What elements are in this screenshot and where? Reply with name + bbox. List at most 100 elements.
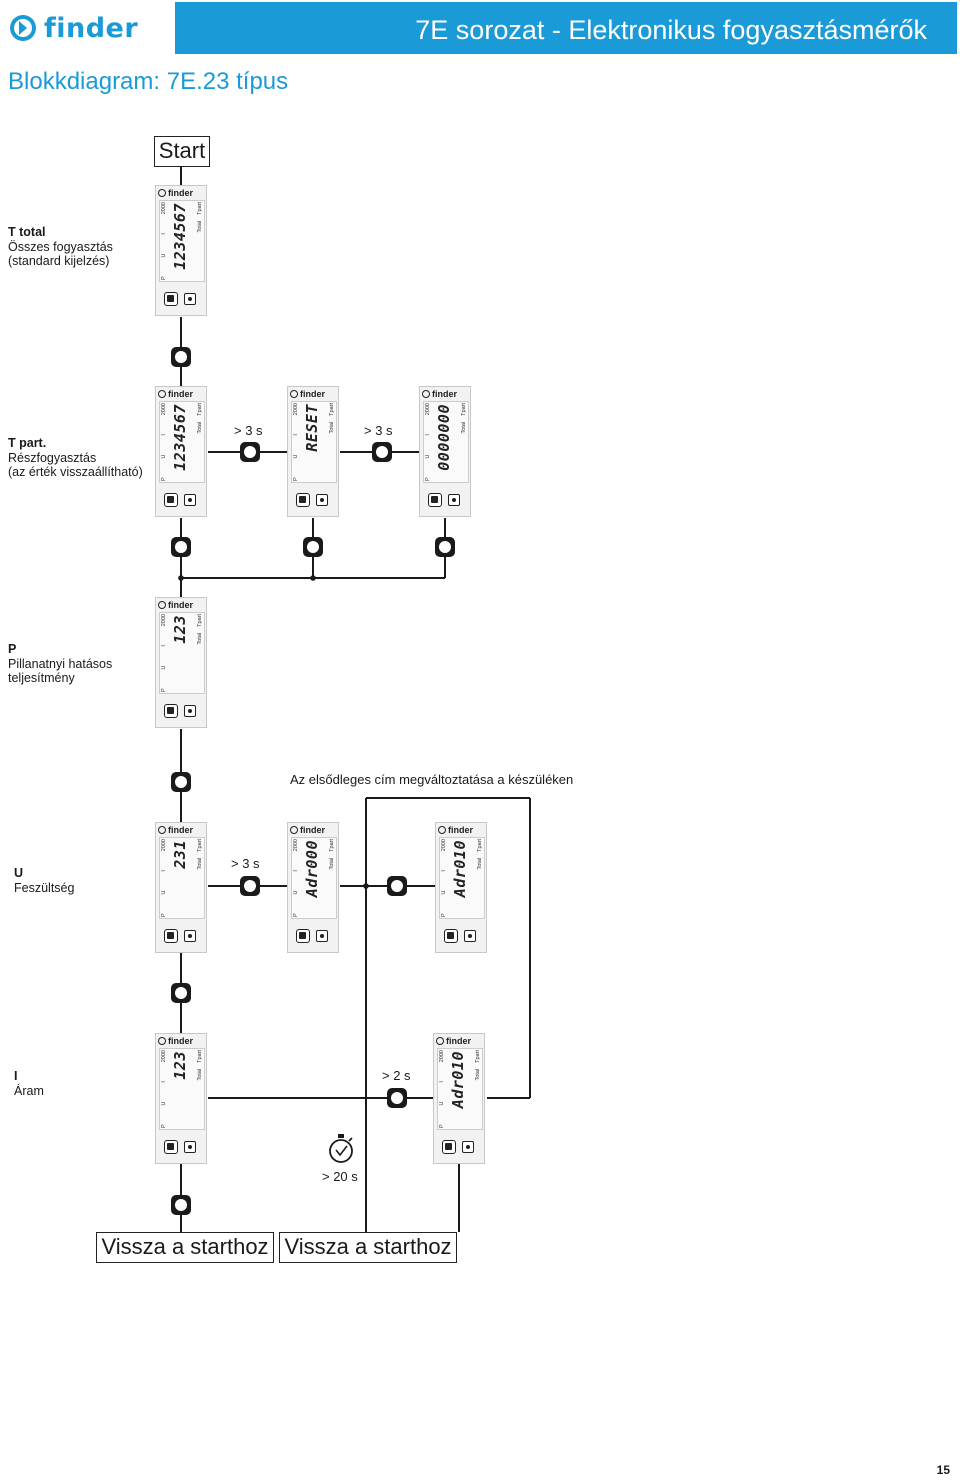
push-button-icon — [171, 772, 191, 792]
finder-logo-icon — [158, 389, 166, 398]
meter-display: Adr010 — [449, 1051, 467, 1109]
meter-label-i: I — [293, 434, 299, 436]
meter-label-tpart: Tpart — [197, 614, 203, 627]
meter-label-p: P — [441, 913, 447, 917]
row-desc-ttotal-1: Összes fogyasztás — [8, 239, 113, 254]
meter-label-i: I — [161, 870, 167, 872]
push-button-icon — [171, 537, 191, 557]
meter-label-i: I — [161, 233, 167, 235]
meter-label-tpart: Tpart — [477, 839, 483, 852]
finder-logo-icon — [438, 825, 446, 834]
row-title-i: I — [14, 1069, 18, 1083]
push-button-icon — [387, 1088, 407, 1108]
meter-led — [316, 494, 328, 506]
meter-label-tpart: Tpart — [461, 403, 467, 416]
meter-brand: finder — [432, 388, 458, 399]
meter-label-i: I — [161, 434, 167, 436]
junction-dot — [363, 883, 369, 889]
row-desc-i-1: Áram — [14, 1083, 44, 1098]
push-button-icon — [387, 876, 407, 896]
meter-label-u: U — [293, 890, 299, 895]
meter-label-ttotal: Total — [197, 857, 203, 870]
back-to-start-box-1: Vissza a starthoz — [96, 1232, 274, 1263]
meter-label-p: P — [161, 276, 167, 280]
finder-logo-icon — [158, 1036, 166, 1045]
row-title-ttotal: T total — [8, 225, 46, 239]
timing-tpart-b: > 3 s — [364, 423, 393, 438]
meter-led — [464, 930, 476, 942]
meter-label-imp: 2000 — [161, 839, 167, 852]
meter-label-tpart: Tpart — [197, 1050, 203, 1063]
meter-label-imp: 2000 — [293, 403, 299, 416]
meter-label-i: I — [293, 870, 299, 872]
meter-label-p: P — [161, 1124, 167, 1128]
push-button-icon — [171, 347, 191, 367]
meter-led — [184, 494, 196, 506]
meter-front-button — [164, 493, 178, 507]
meter-label-u: U — [293, 454, 299, 459]
meter-label-p: P — [161, 477, 167, 481]
meter-display: Adr000 — [303, 840, 321, 898]
meter-label-imp: 2000 — [161, 614, 167, 627]
junction-dot — [310, 575, 316, 581]
meter-label-ttotal: Total — [197, 421, 203, 434]
meter-display: 0000000 — [435, 404, 453, 471]
meter-brand: finder — [446, 1035, 472, 1046]
row-label-ttotal: T total Összes fogyasztás (standard kije… — [8, 225, 113, 269]
row-label-p: P Pillanatnyi hatásos teljesítmény — [8, 642, 112, 686]
primary-address-note: Az elsődleges cím megváltoztatása a kész… — [290, 772, 574, 787]
meter-label-i: I — [439, 1081, 445, 1083]
push-button-icon — [240, 442, 260, 462]
meter-label-u: U — [161, 665, 167, 670]
meter-display: 231 — [171, 840, 189, 869]
meter-label-u: U — [439, 1101, 445, 1106]
meter-display: Adr010 — [451, 840, 469, 898]
meter-front-button — [442, 1140, 456, 1154]
meter-label-p: P — [161, 913, 167, 917]
finder-logo: finder — [8, 10, 158, 46]
meter-label-imp: 2000 — [161, 1050, 167, 1063]
meter-display: 1234567 — [171, 404, 189, 471]
meter-label-p: P — [161, 688, 167, 692]
meter-label-tpart: Tpart — [197, 202, 203, 215]
meter-label-imp: 2000 — [293, 839, 299, 852]
meter-display: 123 — [171, 1051, 189, 1080]
meter-label-imp: 2000 — [161, 202, 167, 215]
meter-label-u: U — [425, 454, 431, 459]
finder-logo-icon — [158, 188, 166, 197]
meter-label-p: P — [425, 477, 431, 481]
row-desc-tpart-1: Részfogyasztás — [8, 450, 97, 465]
meter-label-tpart: Tpart — [197, 403, 203, 416]
meter-label-i: I — [441, 870, 447, 872]
meter-front-button — [164, 704, 178, 718]
timing-tpart-a: > 3 s — [234, 423, 263, 438]
diagram-subtitle: Blokkdiagram: 7E.23 típus — [8, 68, 289, 95]
meter-brand: finder — [300, 388, 326, 399]
row-desc-p-2: teljesítmény — [8, 671, 75, 685]
finder-logo-icon — [290, 825, 298, 834]
meter-front-button — [164, 1140, 178, 1154]
meter-label-p: P — [439, 1124, 445, 1128]
row-label-i: I Áram — [14, 1069, 44, 1098]
finder-logo-icon — [436, 1036, 444, 1045]
title-banner: 7E sorozat - Elektronikus fogyasztásmérő… — [175, 2, 957, 54]
meter-label-u: U — [161, 1101, 167, 1106]
meter-label-tpart: Tpart — [475, 1050, 481, 1063]
meter-brand: finder — [168, 388, 194, 399]
meter-front-button — [444, 929, 458, 943]
meter-brand: finder — [168, 599, 194, 610]
meter-led — [184, 705, 196, 717]
row-title-u: U — [14, 866, 24, 880]
timing-i: > 2 s — [382, 1068, 411, 1083]
meter-label-p: P — [293, 477, 299, 481]
push-button-icon — [171, 983, 191, 1003]
row-title-tpart: T part. — [8, 436, 47, 450]
logo-wordmark: finder — [44, 12, 139, 44]
